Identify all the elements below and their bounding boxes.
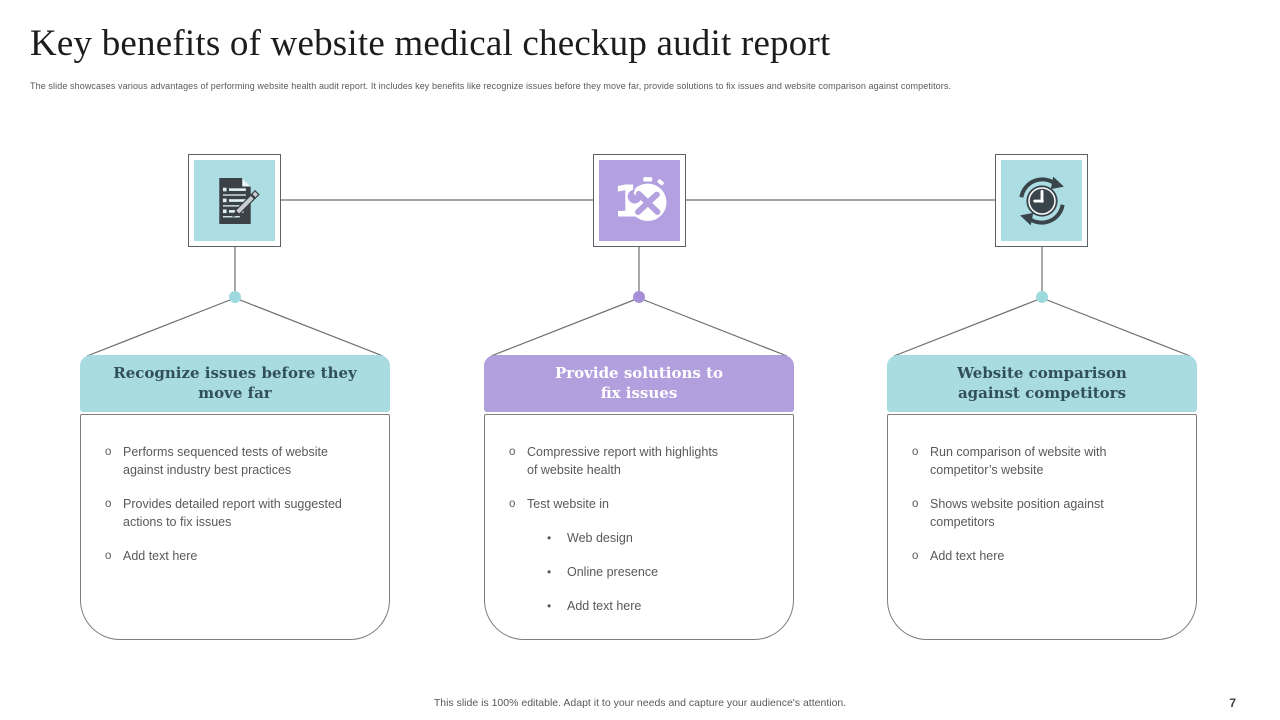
list-item: o Add text here bbox=[910, 547, 1178, 565]
content-box-recognize-issues: o Performs sequenced tests of website ag… bbox=[80, 414, 390, 640]
bullet-marker: o bbox=[912, 446, 919, 458]
list-item: o Compressive report with highlights of … bbox=[507, 443, 775, 479]
clock-refresh-icon bbox=[1001, 160, 1082, 241]
bullet-marker: o bbox=[105, 498, 112, 510]
header-line: move far bbox=[198, 383, 272, 402]
header-line: Recognize issues before they bbox=[113, 364, 357, 383]
page-title: Key benefits of website medical checkup … bbox=[30, 23, 831, 64]
page-number: 7 bbox=[1229, 696, 1236, 710]
connector-dot-teal-2 bbox=[1036, 291, 1048, 303]
list-item: o Shows website position against competi… bbox=[910, 495, 1178, 531]
list-item: o Add text here bbox=[103, 547, 371, 565]
sub-list-item: • Add text here bbox=[545, 597, 775, 615]
bullet-text: Compressive report with highlights of we… bbox=[527, 445, 719, 477]
slide-subtitle: The slide showcases various advantages o… bbox=[30, 81, 952, 91]
footer-note: This slide is 100% editable. Adapt it to… bbox=[433, 697, 847, 709]
bullet-marker: • bbox=[547, 531, 552, 545]
bullet-marker: o bbox=[509, 498, 516, 510]
list-item: o Provides detailed report with suggeste… bbox=[103, 495, 371, 531]
document-pen-icon bbox=[194, 160, 275, 241]
header-line: Website comparison bbox=[957, 364, 1127, 383]
bullet-marker: o bbox=[105, 550, 112, 562]
bullet-text: Run comparison of website with competito… bbox=[930, 445, 1107, 477]
stopwatch-tools-icon: 1 bbox=[599, 160, 680, 241]
bullet-marker: o bbox=[912, 498, 919, 510]
connector-dot-purple bbox=[633, 291, 645, 303]
icon-box-provide-solutions: 1 bbox=[593, 154, 686, 247]
bullet-text: Online presence bbox=[567, 565, 659, 579]
list-item: o Test website in bbox=[507, 495, 775, 513]
sub-list-item: • Web design bbox=[545, 529, 775, 547]
icon-box-recognize-issues bbox=[188, 154, 281, 247]
bullet-text: Provides detailed report with suggested … bbox=[123, 497, 342, 529]
content-box-provide-solutions: o Compressive report with highlights of … bbox=[484, 414, 794, 640]
header-line: fix issues bbox=[600, 383, 678, 402]
column-header-website-comparison: Website comparison against competitors bbox=[887, 355, 1197, 412]
list-item: o Run comparison of website with competi… bbox=[910, 443, 1178, 479]
bullet-marker: o bbox=[509, 446, 516, 458]
bullet-text: Performs sequenced tests of website agai… bbox=[123, 445, 328, 477]
bullet-text: Add text here bbox=[930, 549, 1005, 563]
bullet-marker: o bbox=[105, 446, 112, 458]
content-box-website-comparison: o Run comparison of website with competi… bbox=[887, 414, 1197, 640]
header-line: Provide solutions to bbox=[554, 364, 724, 383]
bullet-marker: • bbox=[547, 599, 552, 613]
column-header-provide-solutions: Provide solutions to fix issues bbox=[484, 355, 794, 412]
connector-dot-teal-1 bbox=[229, 291, 241, 303]
bullet-text: Add text here bbox=[567, 599, 642, 613]
bullet-marker: • bbox=[547, 565, 552, 579]
bullet-text: Web design bbox=[567, 531, 633, 545]
list-item: o Performs sequenced tests of website ag… bbox=[103, 443, 371, 479]
bullet-marker: o bbox=[912, 550, 919, 562]
column-header-recognize-issues: Recognize issues before they move far bbox=[80, 355, 390, 412]
bullet-text: Add text here bbox=[123, 549, 198, 563]
bullet-text: Test website in bbox=[527, 497, 609, 511]
sub-list-item: • Online presence bbox=[545, 563, 775, 581]
icon-box-website-comparison bbox=[995, 154, 1088, 247]
header-line: against competitors bbox=[957, 383, 1127, 402]
bullet-text: Shows website position against competito… bbox=[930, 497, 1104, 529]
